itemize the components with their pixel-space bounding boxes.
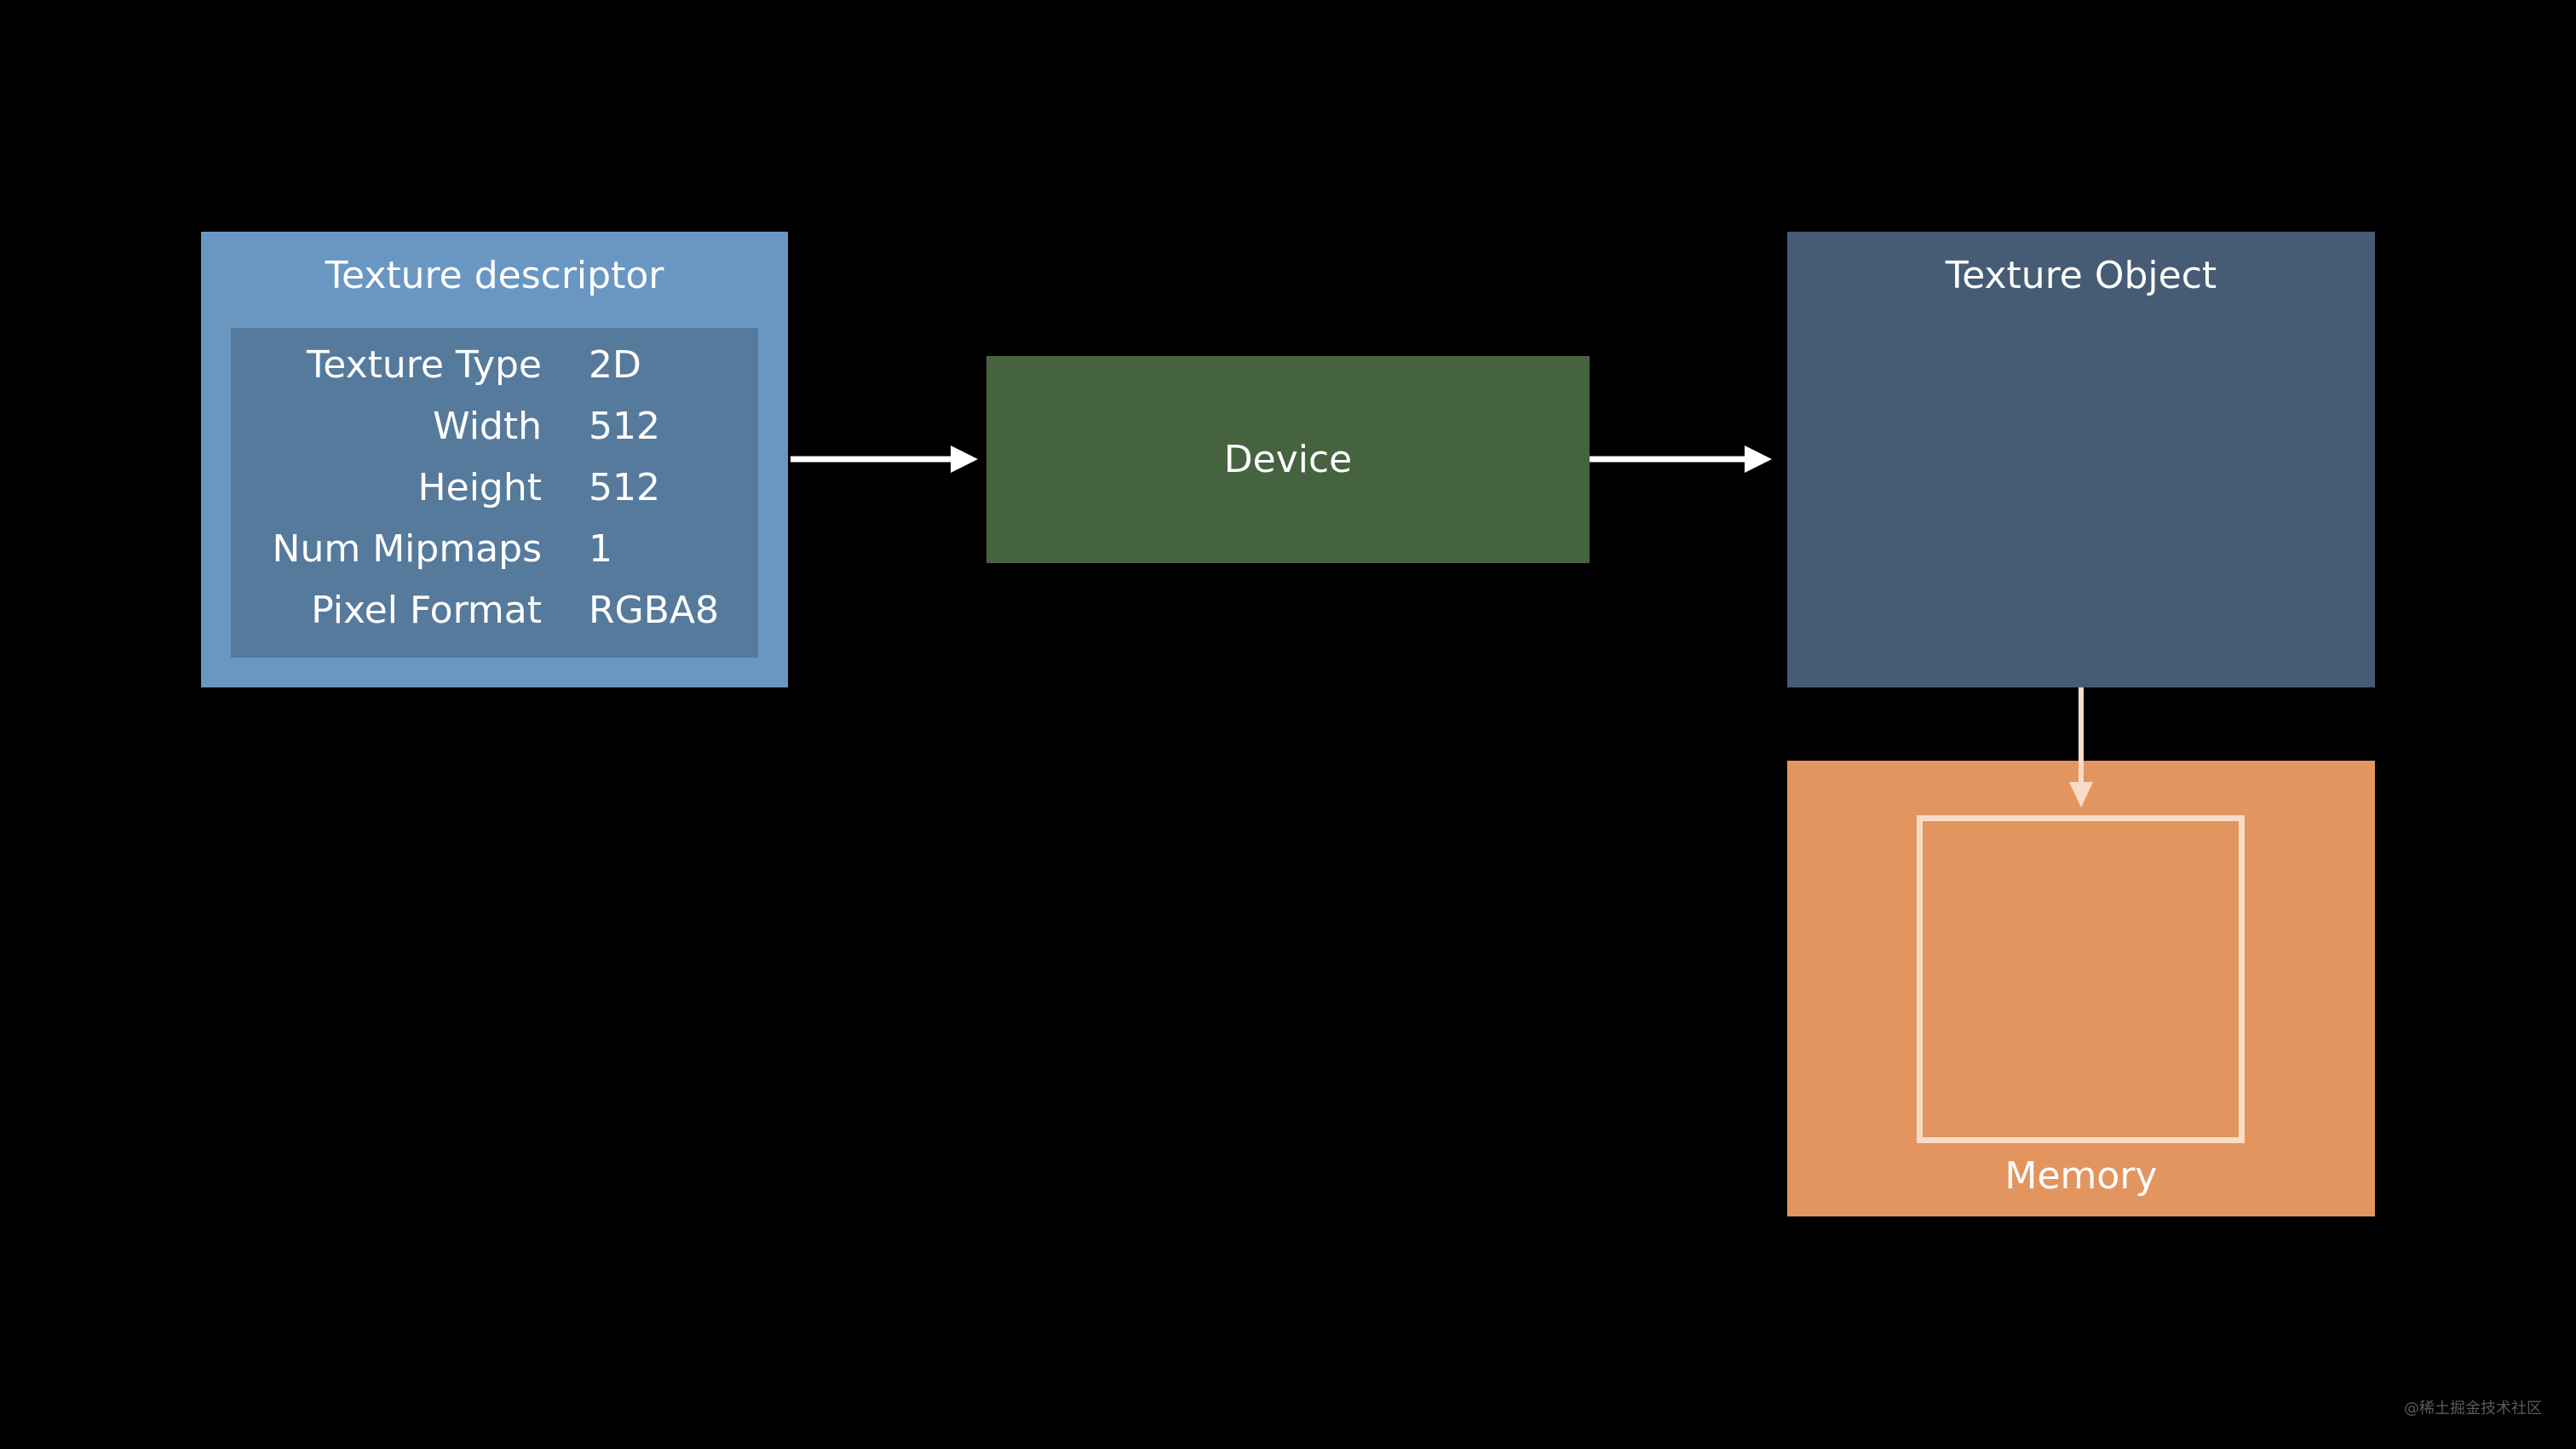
texture-descriptor-title: Texture descriptor [325, 254, 664, 297]
watermark: @稀土掘金技术社区 [2404, 1400, 2542, 1417]
property-value: RGBA8 [589, 589, 719, 632]
property-value: 1 [589, 527, 612, 571]
property-label: Pixel Format [311, 589, 542, 632]
property-row-height: Height 512 [231, 457, 758, 519]
property-label: Texture Type [306, 343, 542, 387]
device-box: Device [986, 356, 1590, 563]
property-value: 512 [589, 466, 660, 509]
property-label: Height [417, 466, 542, 509]
memory-label: Memory [2004, 1154, 2158, 1198]
property-row-width: Width 512 [231, 396, 758, 457]
memory-allocation-square [1917, 815, 2245, 1143]
arrow-head [951, 446, 978, 473]
property-label: Width [433, 405, 542, 448]
property-value: 2D [589, 343, 641, 387]
memory-box: Memory [1787, 761, 2375, 1216]
device-label: Device [1223, 438, 1353, 481]
property-label: Num Mipmaps [272, 527, 542, 571]
texture-descriptor-properties: Texture Type 2D Width 512 Height 512 Num… [231, 328, 758, 658]
arrow-head [1745, 446, 1772, 473]
property-value: 512 [589, 405, 660, 448]
texture-object-title: Texture Object [1945, 254, 2217, 297]
property-row-pixel-format: Pixel Format RGBA8 [231, 580, 758, 641]
texture-descriptor-box: Texture descriptor Texture Type 2D Width… [201, 232, 788, 687]
property-row-texture-type: Texture Type 2D [231, 335, 758, 396]
texture-object-box: Texture Object [1787, 232, 2375, 687]
arrow-descriptor-to-device [791, 446, 978, 473]
property-row-num-mipmaps: Num Mipmaps 1 [231, 519, 758, 580]
arrow-device-to-texture-object [1590, 446, 1772, 473]
